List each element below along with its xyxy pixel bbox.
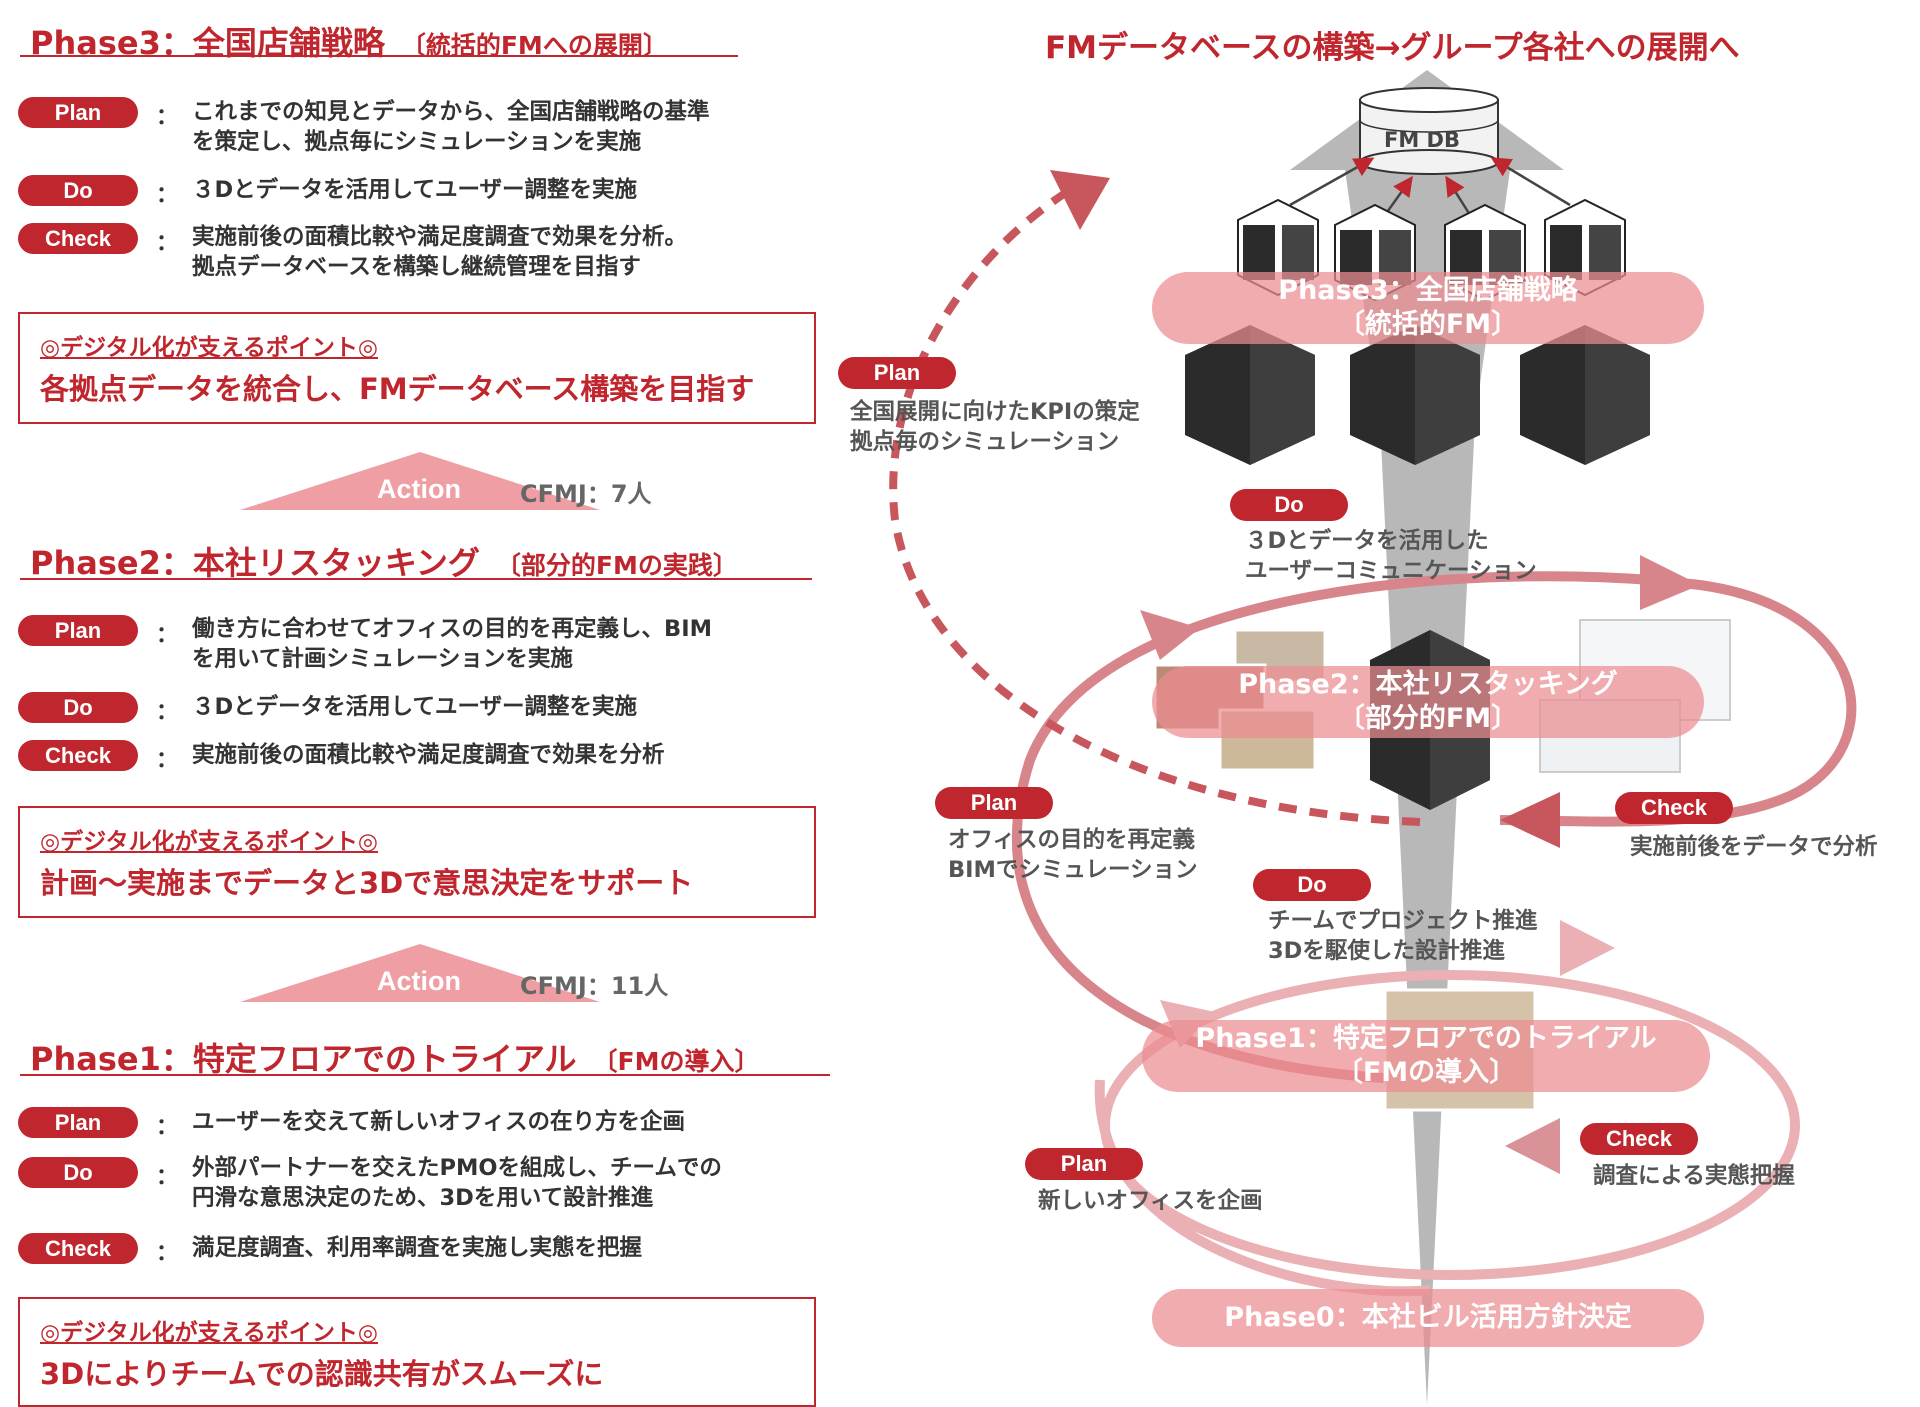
phase2-point-box: ◎デジタル化が支えるポイント◎ 計画～実施までデータと3Dで意思決定をサポート [18, 806, 816, 918]
colon: ： [156, 183, 179, 208]
point-body: 各拠点データを統合し、FMデータベース構築を目指す [40, 372, 755, 406]
action-label-2: Action [377, 966, 461, 996]
point-body: 計画～実施までデータと3Dで意思決定をサポート [40, 866, 694, 900]
phase3-do-desc: ３Dとデータを活用してユーザー調整を実施 [192, 177, 638, 203]
p1-plan-text: 新しいオフィスを企画 [1038, 1188, 1263, 1214]
p1-plan-badge: Plan [1025, 1148, 1143, 1180]
dashed-path-to-phase3 [889, 186, 1421, 826]
phase2-band: Phase2：本社リスタッキング〔部分的FM〕 [1152, 666, 1704, 738]
colon: ： [156, 231, 179, 256]
p2-check-text: 実施前後をデータで分析 [1630, 834, 1878, 860]
phase1-plan-desc: ユーザーを交えて新しいオフィスの在り方を企画 [192, 1109, 685, 1135]
p2-do-badge: Do [1230, 489, 1348, 521]
action-triangle-2 [240, 944, 600, 1002]
phase1-title: Phase1：特定フロアでのトライアル〔FMの導入〕 [30, 1040, 760, 1078]
phase1-underline [20, 1074, 830, 1076]
phase3-check-desc: 実施前後の面積比較や満足度調査で効果を分析。拠点データベースを構築し継続管理を目… [192, 224, 688, 280]
phase2-check-badge: Check [18, 740, 138, 771]
phase3-underline [20, 55, 738, 57]
phase1-check-desc: 満足度調査、利用率調査を実施し実態を把握 [192, 1235, 643, 1261]
colon: ： [156, 1241, 179, 1266]
colon: ： [156, 700, 179, 725]
phase3-point-box: ◎デジタル化が支えるポイント◎ 各拠点データを統合し、FMデータベース構築を目指… [18, 312, 816, 424]
phase2-plan-badge: Plan [18, 615, 138, 646]
phase2-check-desc: 実施前後の面積比較や満足度調査で効果を分析 [192, 742, 665, 768]
colon: ： [156, 1115, 179, 1140]
phase3-do-badge: Do [18, 175, 138, 206]
phase2-do-desc: ３Dとデータを活用してユーザー調整を実施 [192, 694, 638, 720]
phase3-title: Phase3：全国店舗戦略〔統括的FMへの展開〕 [30, 24, 668, 62]
action-label-1: Action [377, 474, 461, 504]
p2-arrow-head-check [1500, 792, 1560, 848]
phase2-title: Phase2：本社リスタッキング〔部分的FMの実践〕 [30, 544, 738, 582]
phase1-do-badge: Do [18, 1157, 138, 1188]
point-heading: ◎デジタル化が支えるポイント◎ [40, 829, 378, 855]
diagram-title: FMデータベースの構築→グループ各社への展開へ [1045, 30, 1740, 66]
db-label: FM DB [1384, 128, 1460, 152]
phase1-do-desc: 外部パートナーを交えたPMOを組成し、チームでの円滑な意思決定のため、3Dを用い… [192, 1155, 722, 1211]
phase2-do-badge: Do [18, 692, 138, 723]
p1-do-badge: Do [1253, 869, 1371, 901]
phase1-check-badge: Check [18, 1233, 138, 1264]
phase0-band: Phase0：本社ビル活用方針決定 [1152, 1289, 1704, 1347]
p2-check-badge: Check [1615, 792, 1733, 824]
p2-plan-badge: Plan [935, 787, 1053, 819]
dashed-arrow-head [1050, 170, 1110, 230]
phase1-plan-badge: Plan [18, 1107, 138, 1138]
db-feed-arrows [1289, 157, 1571, 216]
colon: ： [156, 105, 179, 130]
p3-plan-text: 全国展開に向けたKPIの策定拠点毎のシミュレーション [850, 399, 1140, 455]
phase1-band: Phase1：特定フロアでのトライアル〔FMの導入〕 [1142, 1020, 1710, 1092]
p2-arrow-head-left [1140, 610, 1200, 660]
cfmj-count-2: CFMJ：11人 [520, 972, 669, 1000]
p3-plan-badge: Plan [838, 357, 956, 389]
phase3-check-badge: Check [18, 223, 138, 254]
point-body: 3Dによりチームでの認識共有がスムーズに [40, 1357, 604, 1391]
p1-arrow-head-top [1560, 920, 1615, 976]
phase3-band: Phase3：全国店舗戦略〔統括的FM〕 [1152, 272, 1704, 344]
phase3-plan-desc: これまでの知見とデータから、全国店舗戦略の基準を策定し、拠点毎にシミュレーション… [192, 99, 710, 155]
phase2-cycle-ring [1012, 571, 1857, 1085]
colon: ： [156, 1165, 179, 1190]
large-buildings [1185, 325, 1650, 465]
colon: ： [156, 748, 179, 773]
point-heading: ◎デジタル化が支えるポイント◎ [40, 1320, 378, 1346]
phase2-underline [20, 578, 812, 580]
phase3-plan-badge: Plan [18, 97, 138, 128]
p1-check-text: 調査による実態把握 [1593, 1163, 1795, 1189]
colon: ： [156, 623, 179, 648]
p2-do-text: ３Dとデータを活用したユーザーコミュニケーション [1245, 528, 1537, 584]
p2-arrow-head-top [1640, 555, 1700, 610]
p1-arrow-head-check [1505, 1118, 1560, 1174]
action-triangle-1 [240, 452, 600, 510]
phase1-point-box: ◎デジタル化が支えるポイント◎ 3Dによりチームでの認識共有がスムーズに [18, 1297, 816, 1407]
p1-check-badge: Check [1580, 1123, 1698, 1155]
cfmj-count-1: CFMJ：7人 [520, 480, 652, 508]
point-heading: ◎デジタル化が支えるポイント◎ [40, 335, 378, 361]
fm-db-cylinder [1359, 87, 1499, 175]
